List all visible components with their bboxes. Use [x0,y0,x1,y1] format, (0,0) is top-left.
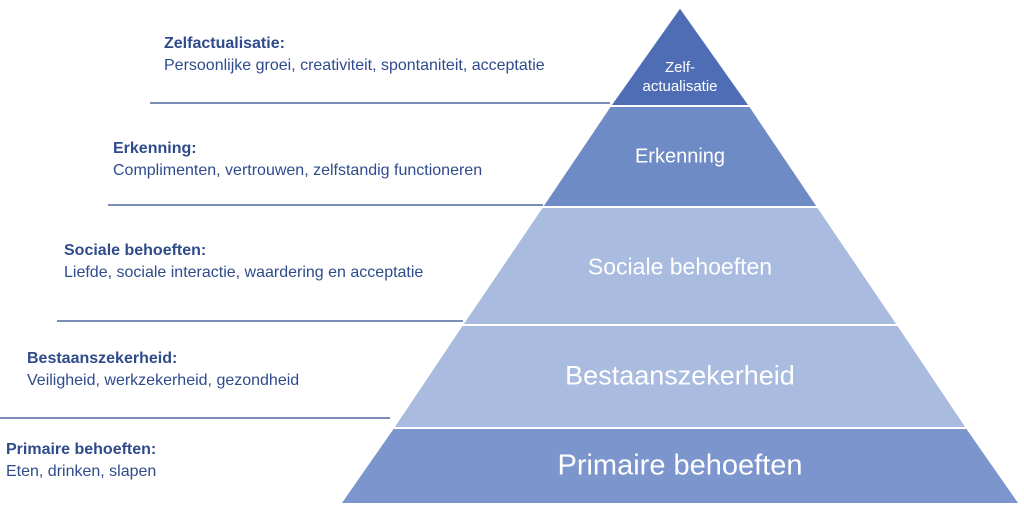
description-text: Veiligheid, werkzekerheid, gezondheid [27,372,300,389]
description-sociale-behoeften: Sociale behoeften: Liefde, sociale inter… [64,240,423,284]
layer-label-erkenning: Erkenning [634,145,726,168]
description-title: Zelfactualisatie: [164,35,285,52]
description-title: Primaire behoeften: [6,441,157,458]
layer-label-zelfactualisatie-line1: Zelf- [664,59,695,76]
description-bestaanszekerheid: Bestaanszekerheid: Veiligheid, werkzeker… [27,348,299,392]
description-erkenning: Erkenning: Complimenten, vertrouwen, zel… [113,138,482,182]
layer-label-primaire-behoeften: Primaire behoeften [557,449,803,482]
layer-label-bestaanszekerheid: Bestaanszekerheid [565,360,795,391]
description-title: Sociale behoeften: [64,242,207,259]
layer-label-zelfactualisatie-line2: actualisatie [642,78,718,95]
description-zelfactualisatie: Zelfactualisatie: Persoonlijke groei, cr… [164,33,545,77]
layer-label-sociale-behoeften: Sociale behoeften [587,253,773,280]
pyramid-layer-primaire-behoeften [338,427,1022,505]
description-title: Erkenning: [113,140,197,157]
layer-label-zelfactualisatie: Zelf- actualisatie [642,58,717,96]
description-text: Eten, drinken, slapen [6,463,157,480]
description-primaire-behoeften: Primaire behoeften: Eten, drinken, slape… [6,439,156,483]
description-text: Liefde, sociale interactie, waardering e… [64,264,424,281]
description-title: Bestaanszekerheid: [27,350,178,367]
description-text: Complimenten, vertrouwen, zelfstandig fu… [113,162,483,179]
description-text: Persoonlijke groei, creativiteit, sponta… [164,57,545,74]
